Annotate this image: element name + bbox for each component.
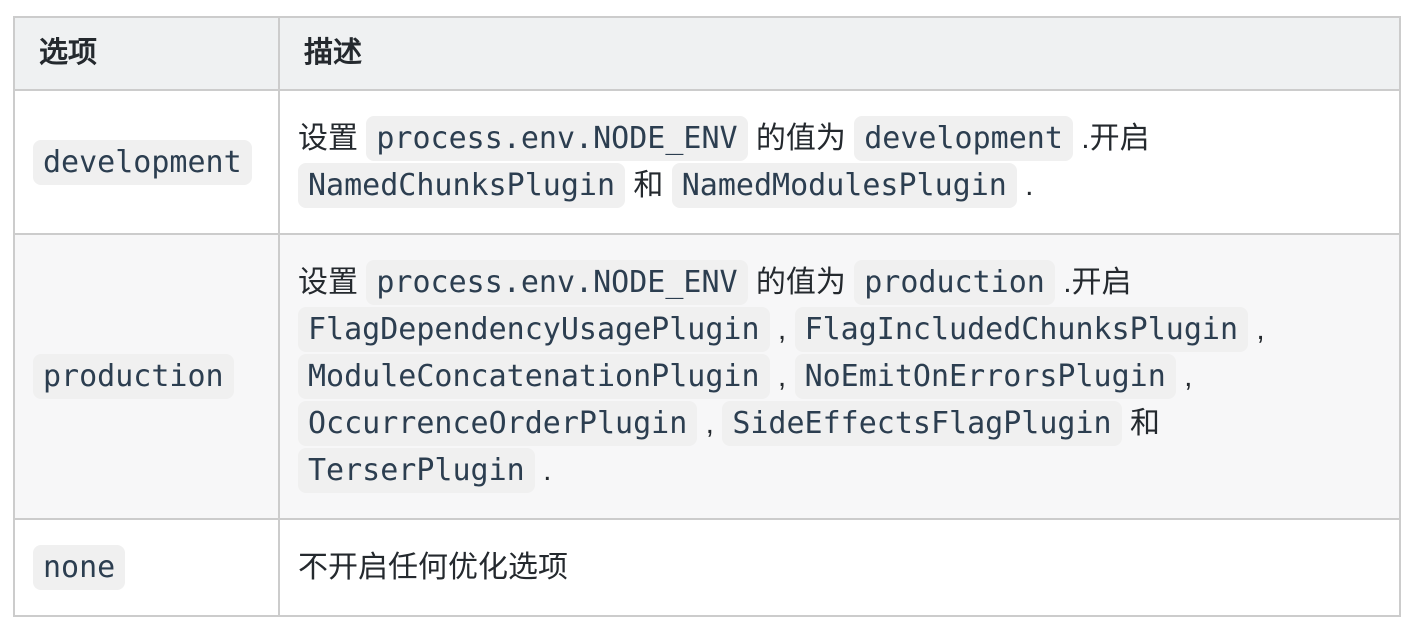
inline-code: FlagDependencyUsagePlugin: [298, 307, 770, 352]
option-code-chip: development: [33, 139, 252, 185]
column-header-option: 选项: [13, 16, 280, 91]
inline-code: process.env.NODE_ENV: [366, 260, 748, 305]
inline-code: OccurrenceOrderPlugin: [298, 401, 698, 446]
inline-code: ModuleConcatenationPlugin: [298, 354, 770, 399]
option-code-chip: none: [33, 545, 126, 590]
description-cell: 设置 process.env.NODE_ENV 的值为 production .…: [278, 233, 1401, 520]
description-cell: 设置 process.env.NODE_ENV 的值为 development …: [278, 89, 1401, 235]
column-header-description: 描述: [278, 16, 1401, 91]
table-header-row: 选项 描述: [13, 16, 1401, 91]
inline-code: NamedChunksPlugin: [298, 163, 626, 208]
inline-code: process.env.NODE_ENV: [366, 116, 748, 161]
inline-code: development: [854, 116, 1073, 161]
option-code-chip: production: [33, 354, 234, 399]
inline-code: NoEmitOnErrorsPlugin: [794, 354, 1176, 399]
inline-code: FlagIncludedChunksPlugin: [794, 307, 1249, 352]
option-cell: development: [13, 89, 280, 235]
inline-code: SideEffectsFlagPlugin: [722, 401, 1122, 446]
table-head: 选项 描述: [13, 16, 1401, 91]
option-cell: production: [13, 233, 280, 520]
option-cell: none: [13, 518, 280, 617]
inline-code: NamedModulesPlugin: [671, 163, 1017, 208]
inline-code: TerserPlugin: [298, 448, 535, 493]
description-cell: 不开启任何优化选项: [278, 518, 1401, 617]
table-row: none 不开启任何优化选项: [13, 518, 1401, 617]
inline-code: production: [854, 260, 1055, 305]
